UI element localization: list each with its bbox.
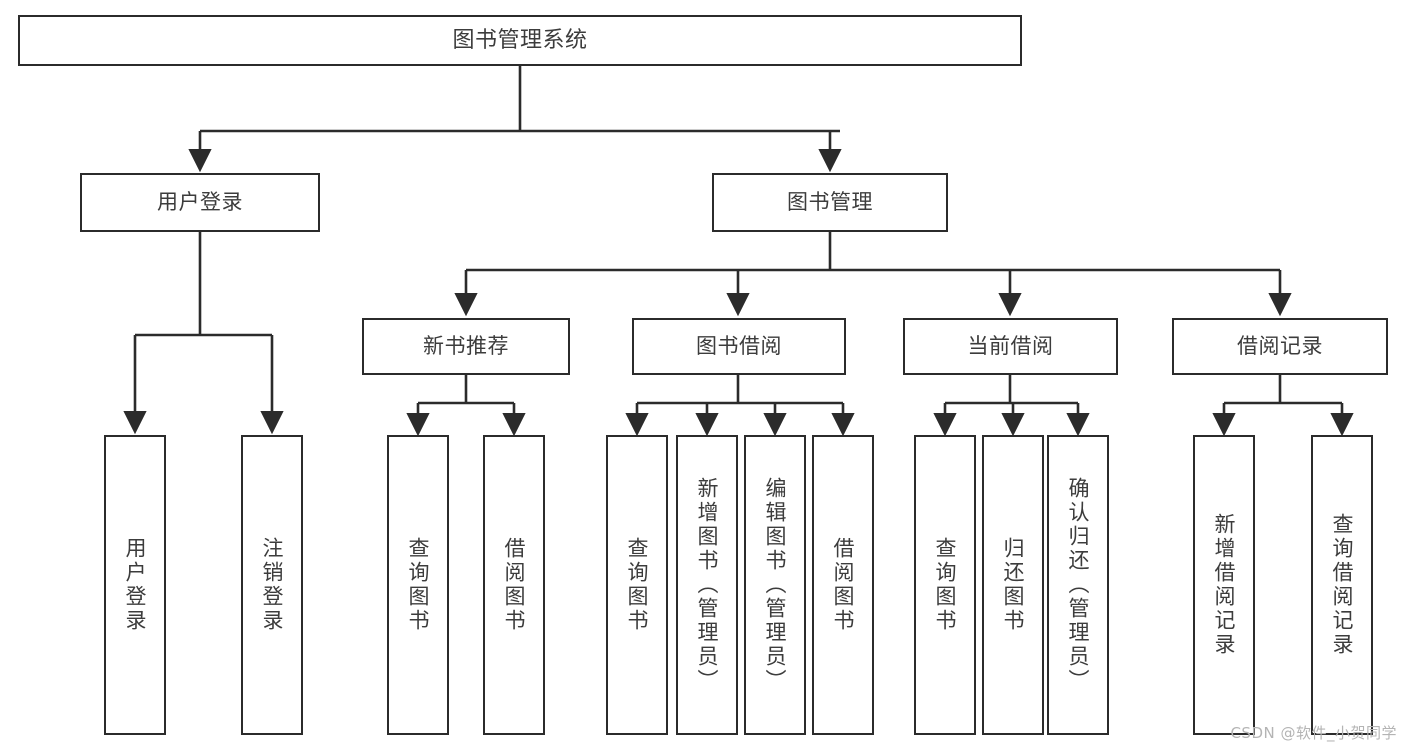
node-new-book-recommend-label: 新书推荐 [423, 334, 509, 359]
node-leaf-return-book-label: 归还图书 [1001, 537, 1026, 633]
node-leaf-query-book-3[interactable]: 查询图书 [914, 435, 976, 735]
node-current-borrow-label: 当前借阅 [967, 334, 1054, 359]
node-book-borrow-label: 图书借阅 [696, 334, 782, 359]
node-user-login[interactable]: 用户登录 [80, 173, 320, 232]
node-leaf-query-book-2[interactable]: 查询图书 [606, 435, 668, 735]
node-borrow-record-label: 借阅记录 [1237, 334, 1323, 359]
node-leaf-add-record-label: 新增借阅记录 [1212, 513, 1237, 657]
node-book-borrow[interactable]: 图书借阅 [632, 318, 846, 375]
node-leaf-query-book-1[interactable]: 查询图书 [387, 435, 449, 735]
node-borrow-record[interactable]: 借阅记录 [1172, 318, 1388, 375]
node-leaf-query-book-1-label: 查询图书 [406, 537, 431, 633]
node-leaf-add-book[interactable]: 新增图书（管理员） [676, 435, 738, 735]
node-leaf-confirm-return-label: 确认归还（管理员） [1066, 477, 1091, 693]
node-leaf-query-book-3-label: 查询图书 [933, 537, 958, 633]
node-leaf-user-logout[interactable]: 注销登录 [241, 435, 303, 735]
node-leaf-edit-book-label: 编辑图书（管理员） [763, 477, 788, 693]
csdn-watermark: CSDN @软件_小贺同学 [1230, 724, 1397, 742]
node-leaf-borrow-book-2-label: 借阅图书 [831, 537, 856, 633]
node-leaf-borrow-book-1-label: 借阅图书 [502, 537, 527, 633]
node-book-management[interactable]: 图书管理 [712, 173, 948, 232]
node-root[interactable]: 图书管理系统 [18, 15, 1022, 66]
node-leaf-user-login[interactable]: 用户登录 [104, 435, 166, 735]
node-book-management-label: 图书管理 [787, 190, 873, 215]
node-leaf-user-logout-label: 注销登录 [260, 537, 285, 633]
node-leaf-borrow-book-2[interactable]: 借阅图书 [812, 435, 874, 735]
node-leaf-user-login-label: 用户登录 [123, 537, 148, 633]
node-leaf-query-record[interactable]: 查询借阅记录 [1311, 435, 1373, 735]
node-leaf-query-record-label: 查询借阅记录 [1330, 513, 1355, 657]
node-leaf-add-record[interactable]: 新增借阅记录 [1193, 435, 1255, 735]
node-leaf-confirm-return[interactable]: 确认归还（管理员） [1047, 435, 1109, 735]
node-user-login-label: 用户登录 [157, 190, 243, 215]
node-leaf-add-book-label: 新增图书（管理员） [695, 477, 720, 693]
node-leaf-return-book[interactable]: 归还图书 [982, 435, 1044, 735]
node-new-book-recommend[interactable]: 新书推荐 [362, 318, 570, 375]
node-current-borrow[interactable]: 当前借阅 [903, 318, 1118, 375]
node-leaf-edit-book[interactable]: 编辑图书（管理员） [744, 435, 806, 735]
node-root-label: 图书管理系统 [452, 27, 588, 53]
node-leaf-query-book-2-label: 查询图书 [625, 537, 650, 633]
node-leaf-borrow-book-1[interactable]: 借阅图书 [483, 435, 545, 735]
